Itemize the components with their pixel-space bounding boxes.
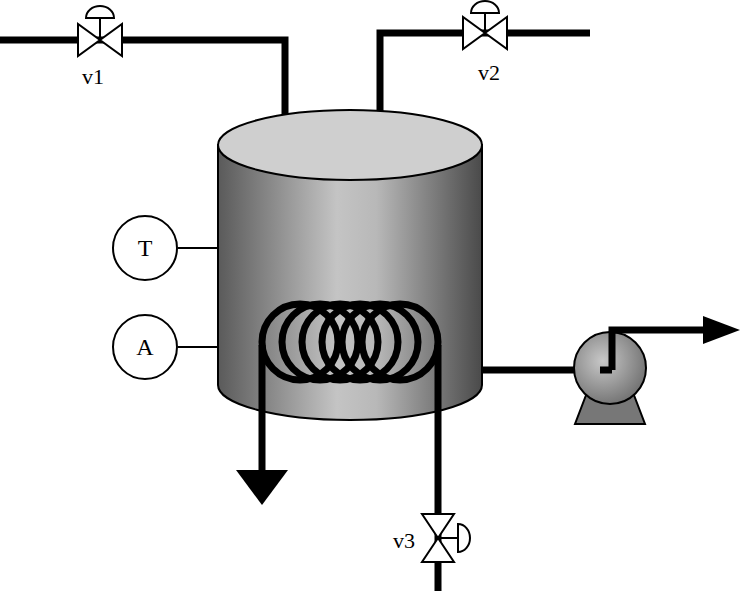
coil-pipe (236, 345, 438, 591)
sensor-circle: T (112, 215, 178, 281)
sensor-circle: A (112, 314, 178, 380)
coil-winding (342, 304, 418, 380)
sensor-lead (178, 346, 218, 348)
sensor-lead (178, 247, 218, 249)
control-valve (463, 1, 507, 49)
coil-winding (362, 304, 438, 380)
sensor-tag: T (138, 235, 153, 262)
tank (218, 110, 482, 420)
valve-label: v2 (478, 60, 500, 86)
valve-label: v3 (393, 528, 415, 554)
valve-label: v1 (82, 64, 104, 90)
control-valve (78, 6, 122, 56)
pump (482, 316, 740, 424)
control-valve (422, 514, 470, 562)
heating-coil (262, 304, 438, 380)
sensor-tag: A (136, 334, 153, 361)
